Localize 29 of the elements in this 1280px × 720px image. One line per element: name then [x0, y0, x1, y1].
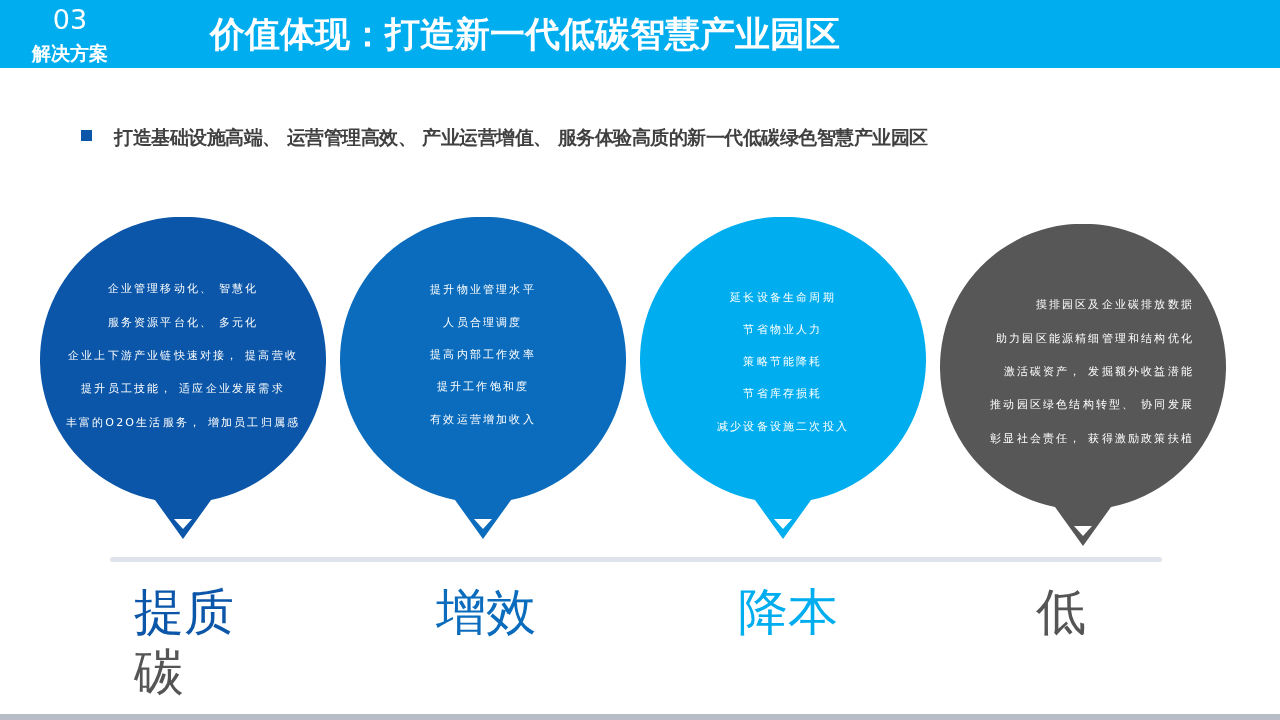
benefit-text: 摸排园区及企业碳排放数据: [1035, 298, 1194, 312]
benefit-text: 企业管理移动化、 智慧化: [106, 282, 260, 296]
section-number: 03: [51, 4, 89, 36]
keyword: 碳: [134, 642, 184, 702]
benefit-text: 人员合理调度: [442, 316, 524, 330]
benefit-text: 有效运营增加收入: [429, 413, 537, 427]
benefit-text: 服务资源平台化、 多元化: [106, 316, 260, 330]
benefit-text: 提高内部工作效率: [429, 348, 537, 362]
benefit-text: 节省物业人力: [742, 323, 824, 337]
benefit-text: 推动园区绿色结构转型、 协同发展: [990, 398, 1194, 412]
benefit-text: 节省库存损耗: [742, 387, 824, 401]
benefit-text: 提升工作饱和度: [435, 380, 531, 394]
benefit-text: 丰富的O2O生活服务， 增加员工归属感: [64, 416, 302, 430]
benefit-text: 彰显社会责任， 获得激励政策扶植: [990, 432, 1194, 446]
section-name: 解决方案: [31, 41, 109, 66]
bullet-text: 打造基础设施高端、 运营管理高效、 产业运营增值、 服务体验高质的新一代低碳绿色智慧产业园区: [114, 125, 928, 150]
benefit-text: 助力园区能源精细管理和结构优化: [996, 332, 1194, 346]
benefit-text: 激活碳资产， 发掘额外收益潜能: [1003, 365, 1194, 379]
keyword: 增效: [436, 582, 536, 642]
benefit-text: 提升员工技能， 适应企业发展需求: [80, 382, 286, 396]
benefit-text: 策略节能降耗: [742, 355, 824, 369]
keyword: 降本: [738, 582, 838, 642]
benefit-text: 延长设备生命周期: [729, 291, 837, 305]
benefit-text: 提升物业管理水平: [429, 283, 537, 297]
benefit-text: 企业上下游产业链快速对接， 提高营收: [66, 349, 300, 363]
slide-title: 价值体现：打造新一代低碳智慧产业园区: [210, 13, 840, 56]
keyword: 提质: [134, 582, 234, 642]
benefit-text: 减少设备设施二次投入: [716, 420, 850, 434]
keyword: 低: [1036, 582, 1086, 642]
